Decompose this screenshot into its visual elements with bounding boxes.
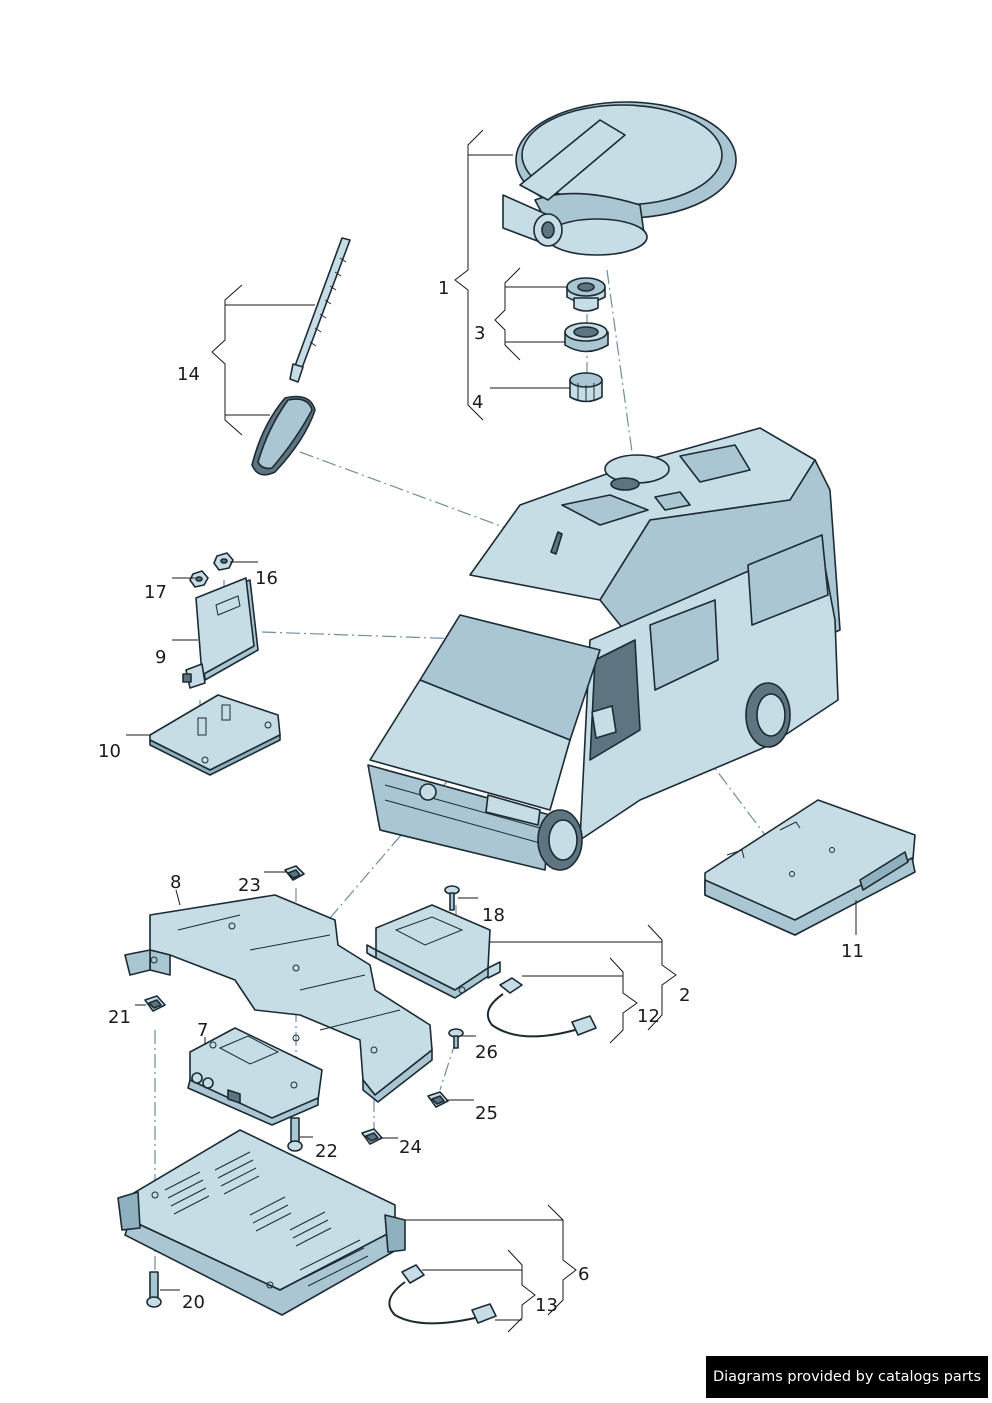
clip-nut-part-23	[284, 865, 305, 881]
label-14: 14	[177, 364, 200, 385]
label-11: 11	[841, 941, 864, 962]
label-1: 1	[438, 278, 449, 299]
ring-part-3	[564, 322, 609, 353]
label-16: 16	[255, 568, 278, 589]
label-21: 21	[108, 1007, 131, 1028]
roof-antenna-part-1	[502, 101, 737, 256]
amplifier-part-7	[187, 1027, 323, 1126]
label-6: 6	[578, 1264, 589, 1285]
nut-part-16	[213, 552, 234, 571]
large-module-part-6	[117, 1129, 406, 1316]
label-9: 9	[155, 647, 166, 668]
clip-nut-part-21	[144, 995, 166, 1012]
carrier-bracket-part-8	[124, 894, 433, 1103]
label-20: 20	[182, 1292, 205, 1313]
label-8: 8	[170, 872, 181, 893]
control-box-part-2	[366, 904, 501, 999]
label-24: 24	[399, 1137, 422, 1158]
bracket-plate-part-10	[149, 694, 281, 776]
label-26: 26	[475, 1042, 498, 1063]
screw-part-18	[444, 885, 460, 911]
clip-part-4	[569, 372, 603, 403]
label-12: 12	[637, 1006, 660, 1027]
credit-banner: Diagrams provided by catalogs parts	[706, 1356, 988, 1398]
label-23: 23	[238, 875, 261, 896]
nut-part-3	[566, 277, 606, 312]
module-part-11	[704, 799, 916, 936]
clip-nut-part-25	[427, 1091, 449, 1108]
label-7: 7	[197, 1020, 208, 1041]
label-3: 3	[474, 323, 485, 344]
label-2: 2	[679, 985, 690, 1006]
label-22: 22	[315, 1141, 338, 1162]
label-25: 25	[475, 1103, 498, 1124]
label-17: 17	[144, 582, 167, 603]
screw-part-26	[448, 1028, 464, 1049]
cable-part-12	[486, 977, 597, 1038]
van-illustration	[367, 427, 841, 871]
control-unit-part-9	[182, 577, 259, 689]
screw-part-20	[146, 1271, 162, 1308]
cable-part-13	[388, 1264, 497, 1325]
label-4: 4	[472, 392, 483, 413]
clip-nut-part-24	[361, 1128, 383, 1145]
screw-part-22	[287, 1117, 303, 1152]
part-labels: 1 3 4 14 16 17 9 10 11 8 23 18 2 12 21 7…	[98, 278, 864, 1316]
label-13: 13	[535, 1295, 558, 1316]
label-10: 10	[98, 741, 121, 762]
nut-part-17	[189, 570, 209, 588]
label-18: 18	[482, 905, 505, 926]
rod-antenna-part-14	[251, 237, 351, 476]
leader-lines	[126, 129, 857, 1333]
